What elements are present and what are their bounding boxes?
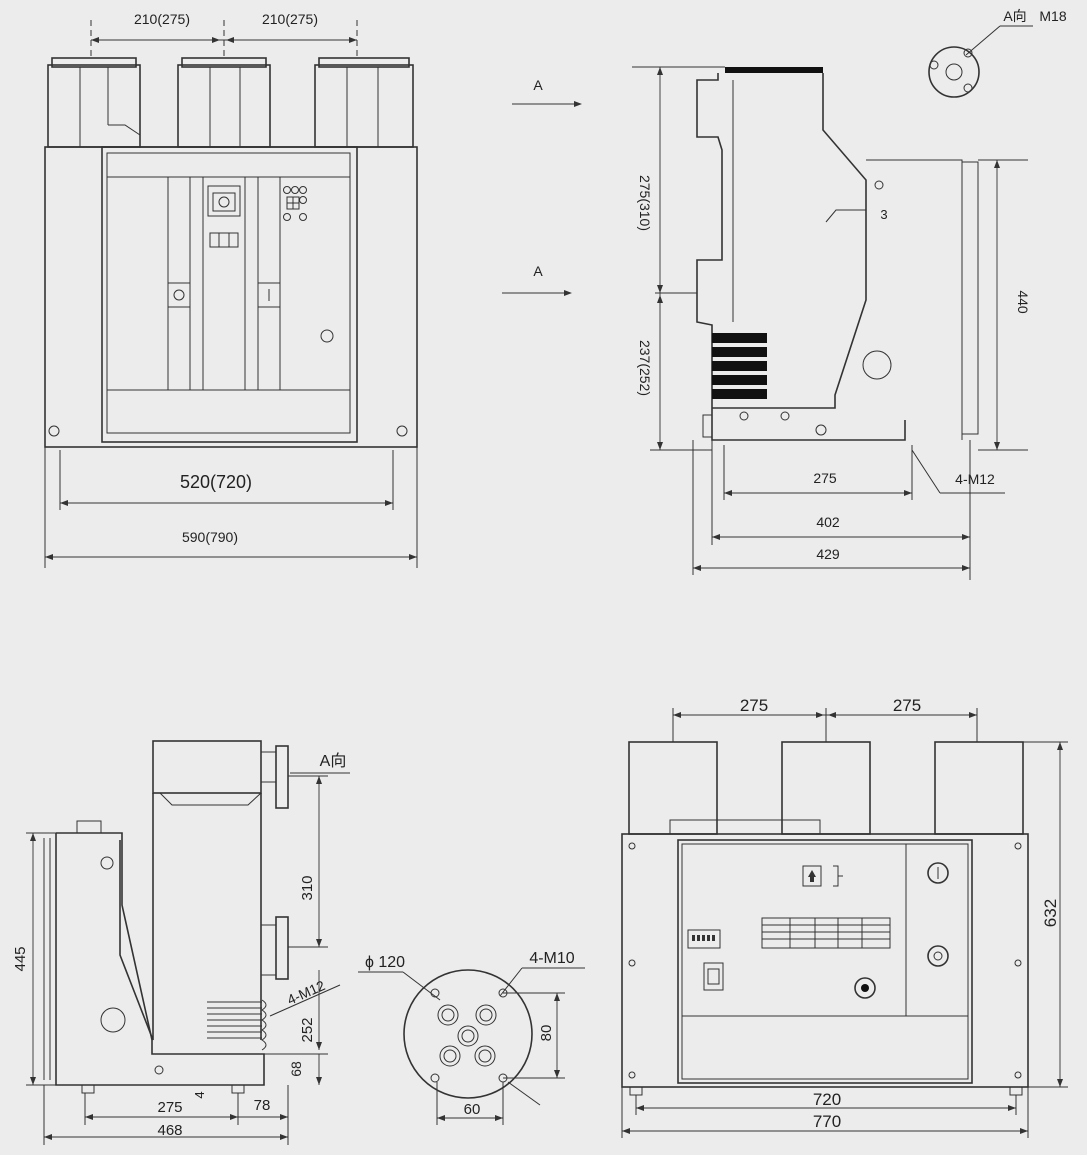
front-spacing-left-label: 210(275) [134, 11, 190, 27]
rear-body [621, 833, 1029, 1096]
bottom-dim-275-label: 275 [157, 1099, 182, 1116]
rear-spacing-right-label: 275 [893, 696, 921, 715]
side-dim-402-label: 402 [816, 514, 840, 530]
rear-overall-width-label: 770 [813, 1112, 841, 1131]
rear-view: 275 275 [621, 696, 1068, 1138]
bottom-side-profile [43, 740, 289, 1094]
rear-height-label: 632 [1041, 899, 1060, 927]
rear-arrow-indicator-icon [802, 865, 822, 887]
bottom-dim-468-label: 468 [157, 1122, 182, 1139]
rear-terminals [628, 741, 1024, 835]
side-view: A A A向 M18 [502, 8, 1067, 580]
height-lower-label: 237(252) [637, 340, 653, 396]
bottom-dim-252-label: 252 [299, 1017, 316, 1042]
a-view-label: A向 [1003, 8, 1026, 24]
height-right-label: 440 [1015, 290, 1031, 314]
bottom-dim-4-label: 4 [192, 1091, 207, 1098]
rear-spacing-left-label: 275 [740, 696, 768, 715]
bottom-dim-310-label: 310 [299, 875, 316, 900]
side-bolt-label: 4-M12 [955, 471, 995, 487]
bottom-side-horizontal-dimensions: 275 78 4 468 [43, 1085, 289, 1145]
side-vertical-dimensions: 275(310) 237(252) 440 [632, 66, 1031, 451]
flange-bolt-label: 4-M10 [529, 950, 574, 967]
bottom-side-view: A向 310 252 68 4-M12 445 [12, 740, 350, 1145]
side-flange-detail: A向 M18 [928, 8, 1067, 98]
arrow-label-top: A [533, 77, 543, 93]
flange-view: ϕ 120 4-M10 80 60 [358, 950, 585, 1125]
front-button-cluster-icon [283, 186, 307, 221]
side-arrows: A A [502, 77, 582, 296]
front-terminals [47, 57, 414, 148]
front-top-dimension: 210(275) 210(275) [90, 11, 358, 60]
front-indicator-circle-icon [173, 289, 185, 301]
height-upper-label: 275(310) [637, 175, 653, 231]
thread-label: M18 [1039, 8, 1066, 24]
part-number-label: 3 [880, 207, 887, 222]
arrow-label-bottom: A [533, 263, 543, 279]
side-horizontal-dimensions: 275 4-M12 402 429 [692, 440, 1005, 580]
bottom-side-left-dimension: 445 [12, 832, 56, 1086]
front-overall-width-label: 590(790) [182, 529, 238, 545]
rear-off-button-icon [927, 945, 949, 967]
front-bottom-dimensions: 520(720) 590(790) [44, 447, 418, 568]
rear-on-button-icon [927, 862, 949, 884]
bottom-fins [207, 999, 267, 1051]
rear-switch-icon [703, 962, 724, 991]
rear-counter-icon [687, 929, 721, 949]
bottom-a-view-label: A向 [320, 752, 347, 770]
bottom-dim-68-label: 68 [288, 1061, 304, 1077]
flange-dim-60-label: 60 [464, 1101, 481, 1118]
rear-charging-port-icon [854, 977, 876, 999]
rear-inner-width-label: 720 [813, 1090, 841, 1109]
front-spacing-right-label: 210(275) [262, 11, 318, 27]
flange-dim-80-label: 80 [538, 1025, 555, 1042]
rear-nameplate-icon [761, 917, 891, 949]
side-profile: 3 [696, 67, 979, 441]
front-body [44, 146, 418, 448]
rear-top-dimension: 275 275 [672, 696, 978, 742]
bottom-dim-445-label: 445 [12, 946, 29, 971]
side-dim-275-label: 275 [813, 470, 837, 486]
front-view: 210(275) 210(275) [44, 11, 418, 568]
side-dim-429-label: 429 [816, 546, 840, 562]
flange-diameter-label: ϕ 120 [365, 954, 405, 971]
bottom-dim-78-label: 78 [254, 1097, 271, 1114]
front-inner-width-label: 520(720) [180, 472, 252, 492]
rear-dimensions: 632 720 770 [621, 741, 1068, 1138]
bottom-bolt-label: 4-M12 [285, 977, 328, 1008]
